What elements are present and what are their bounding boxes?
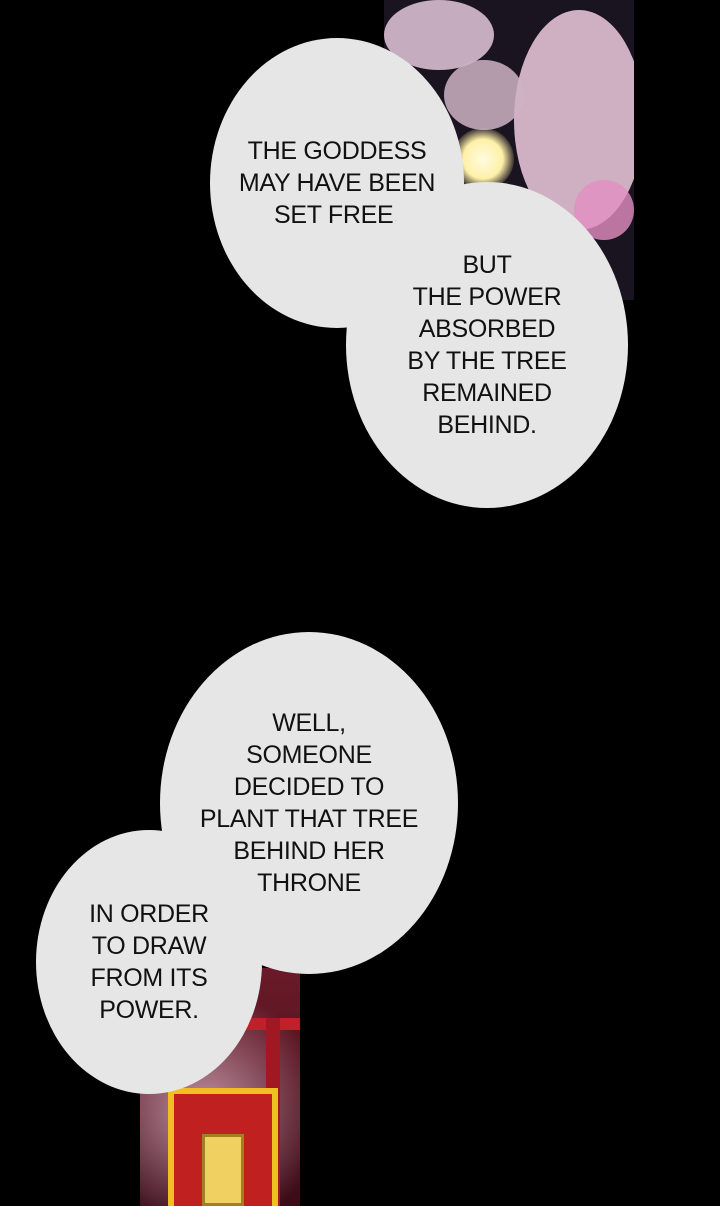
cherry-blossom-moon-panel xyxy=(384,0,634,300)
speech-bubble-2-text: BUT THE POWER ABSORBED BY THE TREE REMAI… xyxy=(407,251,567,439)
speech-bubble-1-text: THE GODDESS MAY HAVE BEEN SET FREE, xyxy=(238,137,436,229)
speech-bubble-2: BUT THE POWER ABSORBED BY THE TREE REMAI… xyxy=(346,182,628,508)
throne-seat xyxy=(202,1134,244,1206)
speech-bubble-4-text: IN ORDER TO DRAW FROM ITS POWER. xyxy=(89,900,209,1024)
speech-bubble-4: IN ORDER TO DRAW FROM ITS POWER. xyxy=(36,830,262,1094)
blossom-cluster-left xyxy=(444,60,524,130)
throne xyxy=(168,1088,278,1206)
speech-bubble-3-text: WELL, SOMEONE DECIDED TO PLANT THAT TREE… xyxy=(199,709,419,897)
